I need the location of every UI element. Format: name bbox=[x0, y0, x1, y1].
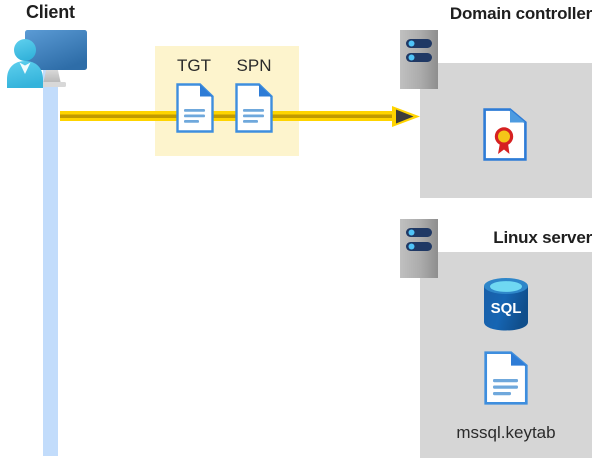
client-title: Client bbox=[26, 2, 75, 22]
spn-label: SPN bbox=[236, 56, 272, 75]
tgt-label: TGT bbox=[177, 56, 211, 75]
spn-document-icon bbox=[235, 83, 273, 133]
client-workstation-icon bbox=[5, 26, 89, 92]
linux-server-chassis-icon bbox=[400, 219, 438, 278]
domain-controller-server-icon bbox=[400, 30, 438, 89]
tgt-document-icon bbox=[176, 83, 214, 133]
keytab-file-name: mssql.keytab bbox=[456, 423, 556, 442]
certificate-document-icon bbox=[483, 108, 527, 161]
keytab-document-icon bbox=[484, 351, 528, 405]
sql-database-icon: SQL bbox=[481, 277, 531, 331]
linux-server-title: Linux server bbox=[493, 228, 592, 247]
kerberos-request-arrow bbox=[60, 106, 420, 128]
client-lifeline bbox=[43, 66, 58, 456]
sql-database-label: SQL bbox=[491, 300, 522, 317]
domain-controller-title: Domain controller bbox=[449, 4, 592, 23]
